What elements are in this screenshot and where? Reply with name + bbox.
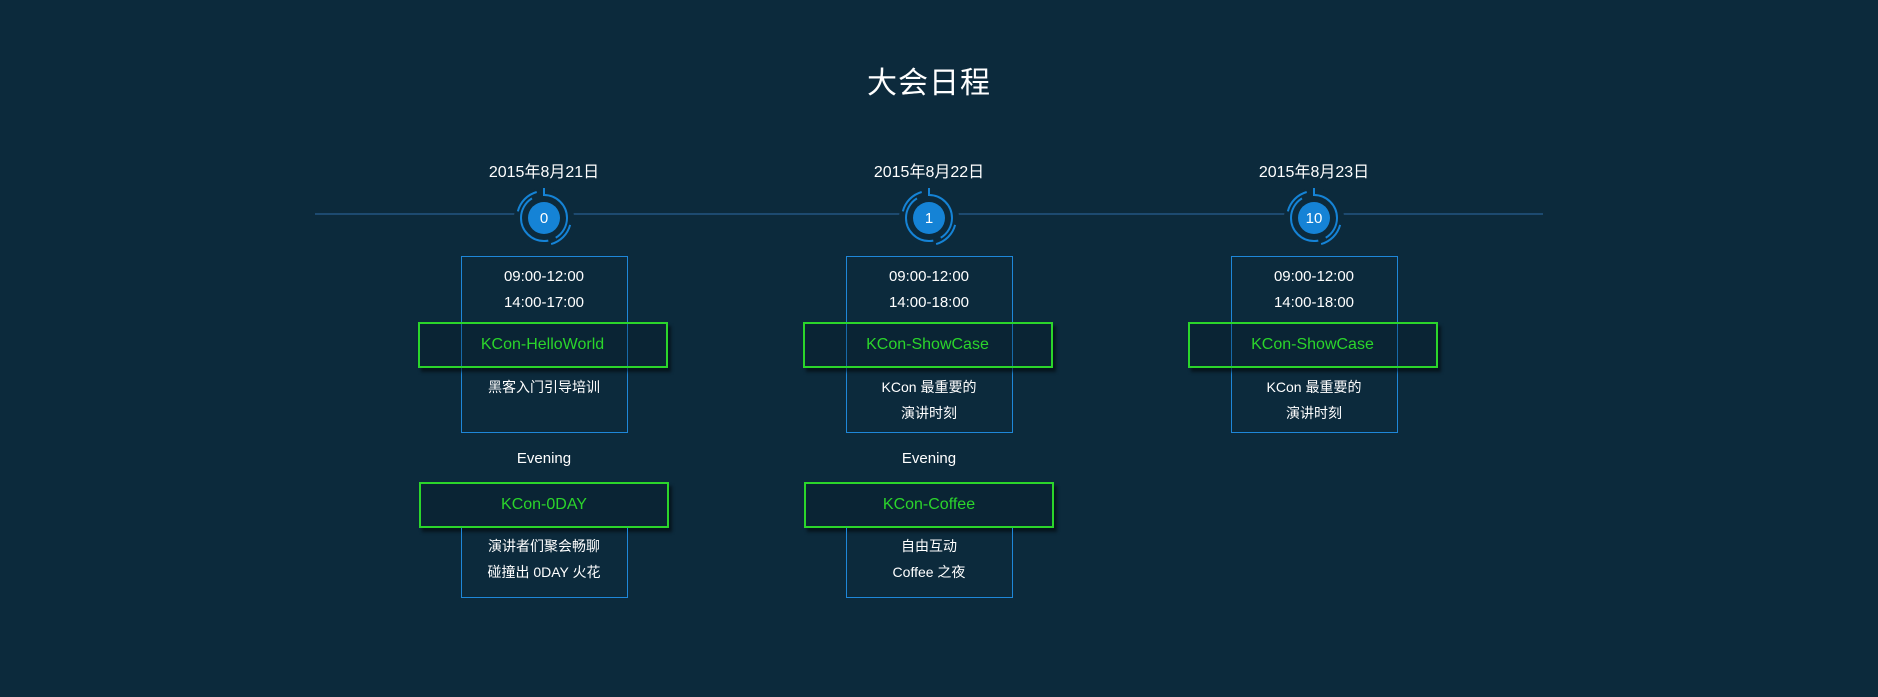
badge-number: 1 xyxy=(925,210,933,227)
desc-line: 自由互动 xyxy=(901,538,957,554)
time-slot: 09:00-12:00 xyxy=(888,268,970,285)
evening-label: Evening xyxy=(516,450,572,467)
schedule-timeline: 2015年8月21日 0 09:00-12:00 14:00-17:00 KCo… xyxy=(315,159,1543,598)
event-button[interactable]: KCon-HelloWorld xyxy=(417,322,668,368)
event-desc: 黑客入门引导培训 xyxy=(462,368,627,400)
timeline-badge-icon: 1 xyxy=(899,188,959,248)
evening-section: KCon-Coffee 自由互动 Coffee 之夜 xyxy=(804,482,1054,598)
day-card: 09:00-12:00 14:00-18:00 KCon-ShowCase KC… xyxy=(1187,256,1438,433)
schedule-page: 大会日程 2015年8月21日 0 09:00-12:00 14:00-17:0… xyxy=(315,0,1543,598)
timeline-badge-icon: 0 xyxy=(514,188,574,248)
desc-line: 演讲时刻 xyxy=(1286,405,1342,421)
desc-line: 演讲时刻 xyxy=(901,405,957,421)
page-title: 大会日程 xyxy=(867,67,991,100)
desc-line: Coffee 之夜 xyxy=(892,564,966,580)
day-card: 09:00-12:00 14:00-18:00 KCon-ShowCase KC… xyxy=(802,256,1053,433)
desc-line: 碰撞出 0DAY 火花 xyxy=(487,564,601,580)
desc-line: 黑客入门引导培训 xyxy=(488,379,600,395)
day-card: 09:00-12:00 14:00-17:00 KCon-HelloWorld … xyxy=(417,256,668,433)
desc-line: KCon 最重要的 xyxy=(1266,379,1362,395)
event-desc: KCon 最重要的 演讲时刻 xyxy=(1232,368,1397,426)
time-slot: 14:00-18:00 xyxy=(888,294,970,311)
evening-section: KCon-0DAY 演讲者们聚会畅聊 碰撞出 0DAY 火花 xyxy=(419,482,669,598)
timeline-badge-icon: 10 xyxy=(1284,188,1344,248)
badge-number: 0 xyxy=(540,210,548,227)
timeline-columns: 2015年8月21日 0 09:00-12:00 14:00-17:00 KCo… xyxy=(315,159,1543,598)
evening-label: Evening xyxy=(901,450,957,467)
day-column-3: 2015年8月23日 10 09:00-12:00 14:00-18:00 KC… xyxy=(1122,159,1507,598)
event-desc: KCon 最重要的 演讲时刻 xyxy=(847,368,1012,426)
date-label: 2015年8月22日 xyxy=(873,164,985,181)
event-button[interactable]: KCon-ShowCase xyxy=(1187,322,1438,368)
date-label: 2015年8月21日 xyxy=(488,164,600,181)
time-slot: 14:00-17:00 xyxy=(503,294,585,311)
date-label: 2015年8月23日 xyxy=(1258,164,1370,181)
desc-line: 演讲者们聚会畅聊 xyxy=(488,538,600,554)
day-column-1: 2015年8月21日 0 09:00-12:00 14:00-17:00 KCo… xyxy=(352,159,737,598)
desc-line: KCon 最重要的 xyxy=(881,379,977,395)
time-slot: 09:00-12:00 xyxy=(503,268,585,285)
badge-number: 10 xyxy=(1306,210,1323,227)
event-button[interactable]: KCon-0DAY xyxy=(419,482,669,528)
event-button[interactable]: KCon-ShowCase xyxy=(802,322,1053,368)
evening-card: 自由互动 Coffee 之夜 xyxy=(845,528,1013,598)
day-column-2: 2015年8月22日 1 09:00-12:00 14:00-18:00 KCo… xyxy=(737,159,1122,598)
time-slot: 14:00-18:00 xyxy=(1273,294,1355,311)
evening-card: 演讲者们聚会畅聊 碰撞出 0DAY 火花 xyxy=(460,528,628,598)
time-slot: 09:00-12:00 xyxy=(1273,268,1355,285)
event-button[interactable]: KCon-Coffee xyxy=(804,482,1054,528)
